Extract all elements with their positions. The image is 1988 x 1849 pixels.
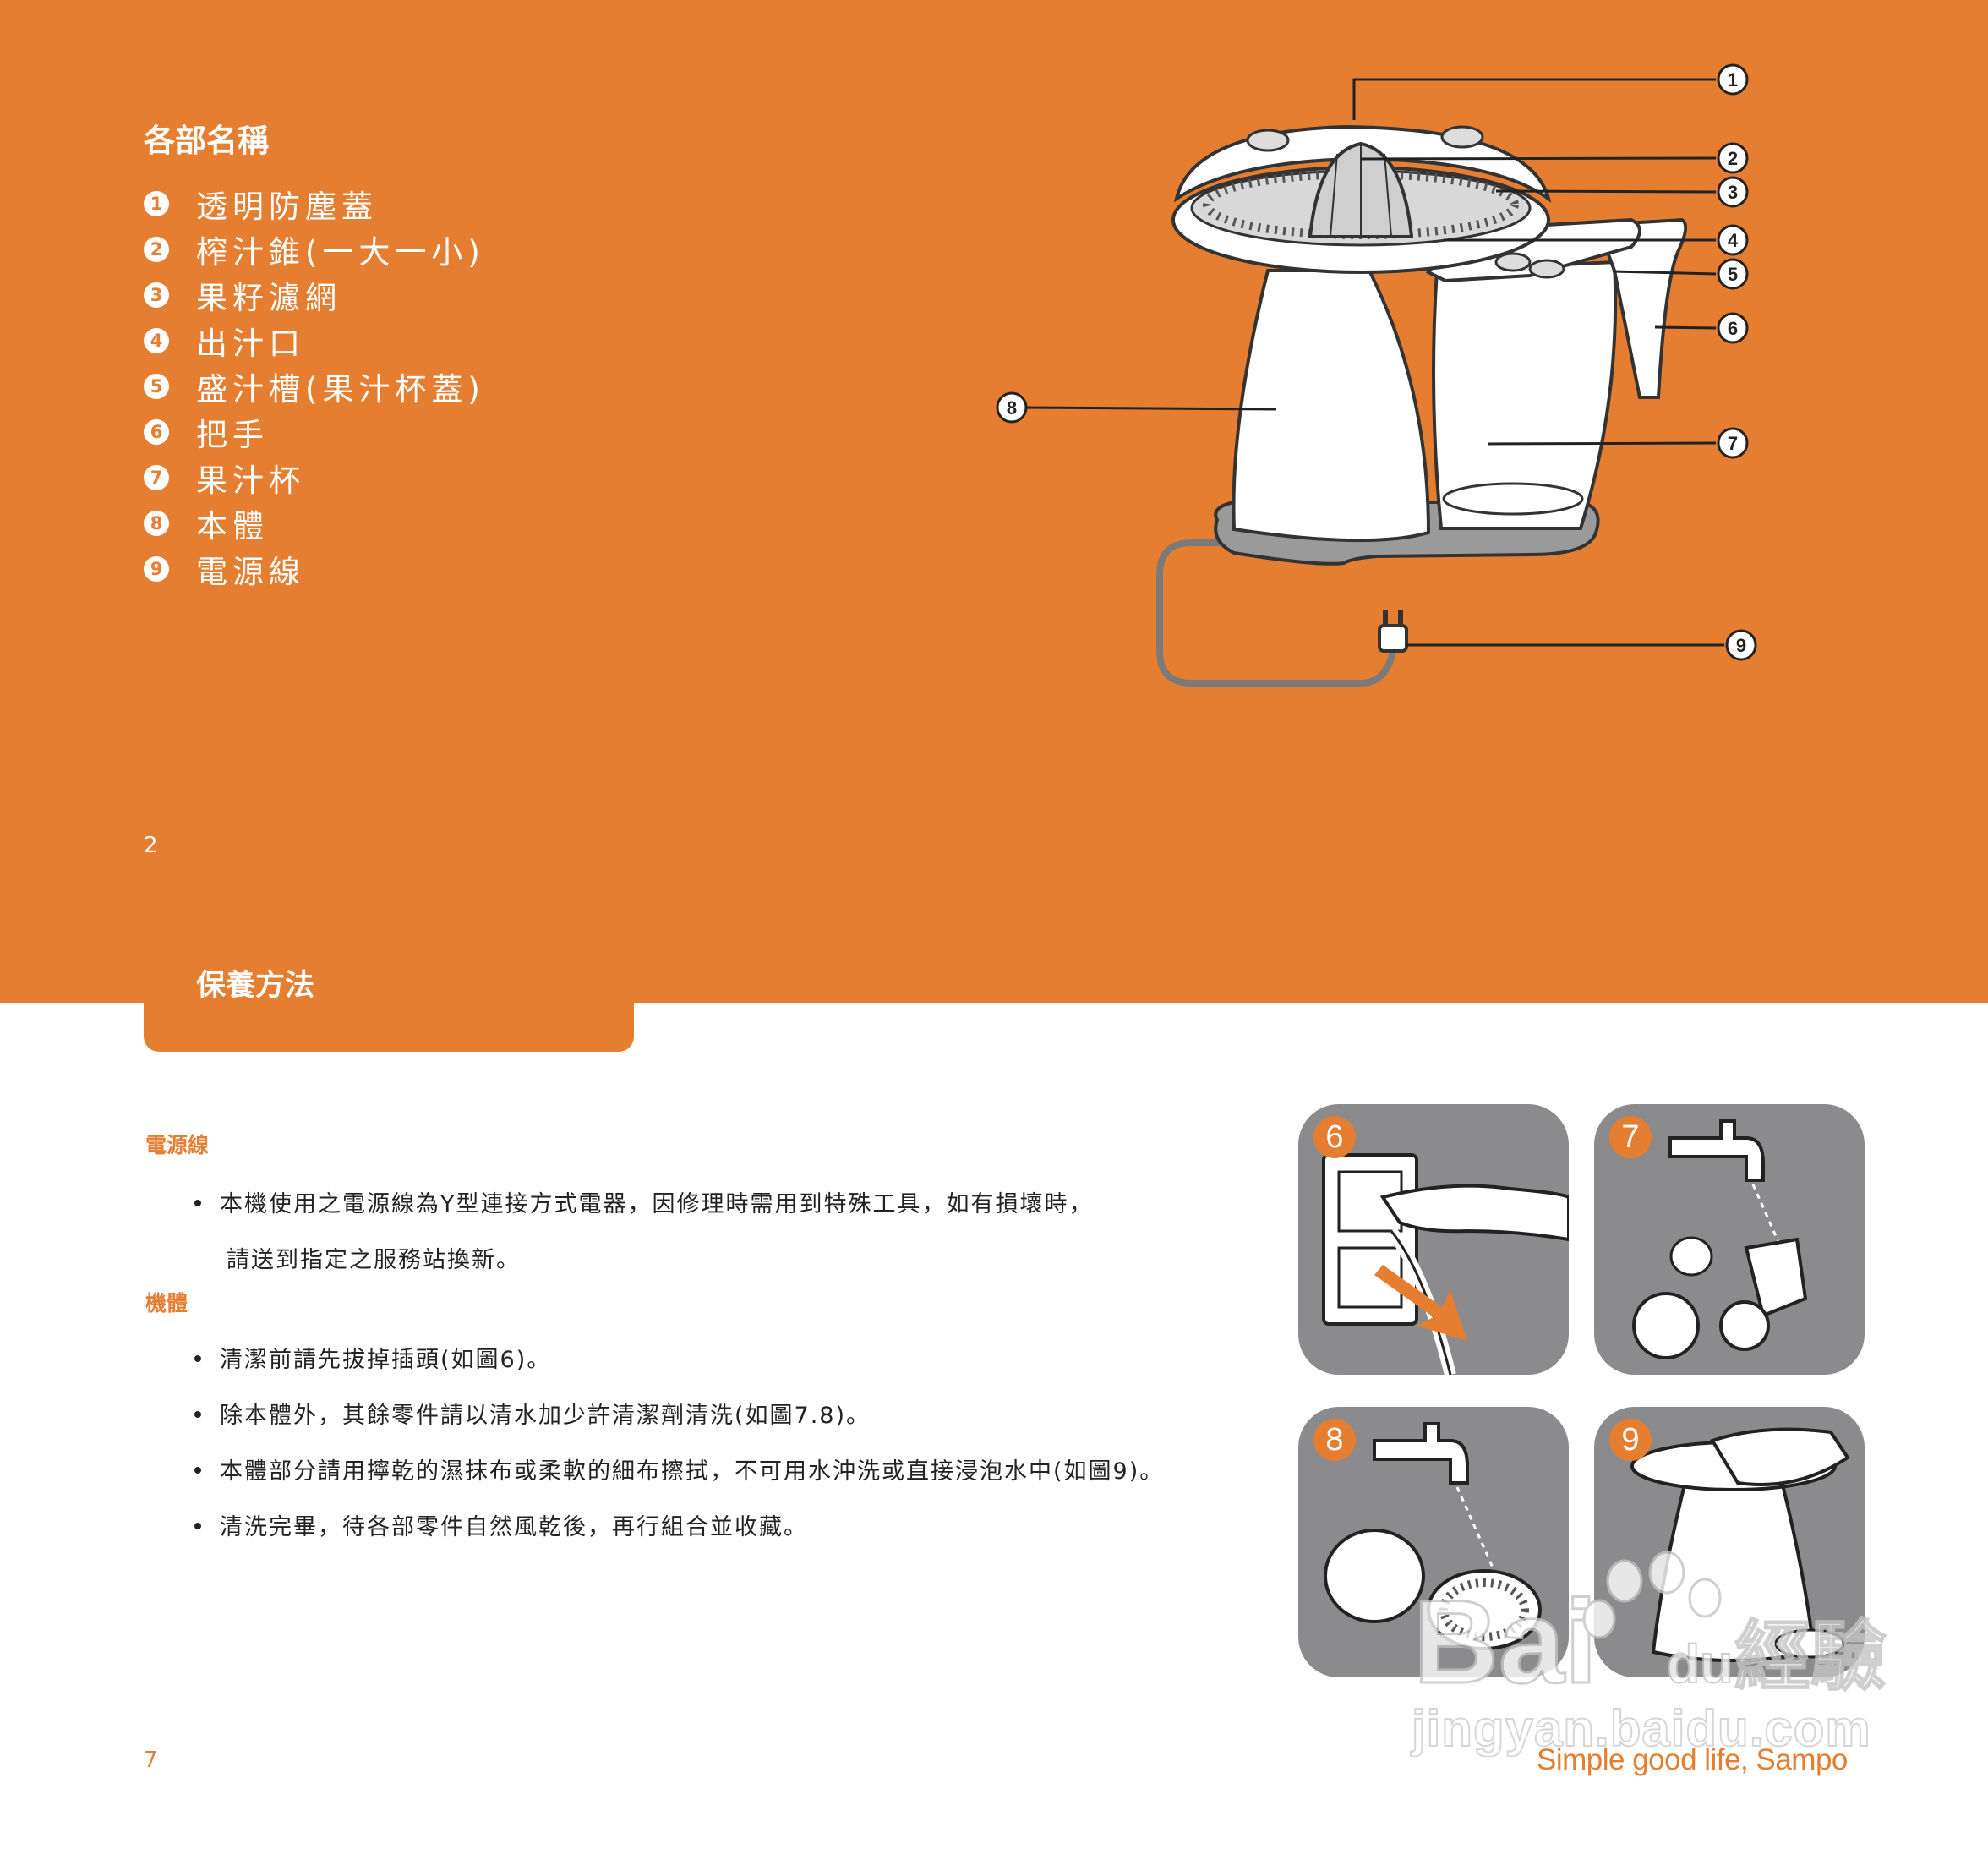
jug-handle xyxy=(1595,217,1688,399)
list-item: 8 本體 xyxy=(144,501,485,546)
bullet-text: 本體部分請用擰乾的濕抹布或柔軟的細布擦拭，不可用水沖洗或直接浸泡水中(如圖9)。 xyxy=(220,1458,1165,1485)
number-badge: 9 xyxy=(144,556,169,582)
svg-text:du: du xyxy=(1667,1633,1733,1694)
baidu-watermark: Bai du 經驗 xyxy=(1413,1551,1887,1708)
number-badge: 2 xyxy=(144,237,169,262)
svg-text:8: 8 xyxy=(1007,397,1017,418)
figure-unplug: 6 xyxy=(1298,1104,1569,1375)
leader-lines xyxy=(1022,78,1724,647)
figure-number: 6 xyxy=(1314,1116,1356,1158)
page-number: 2 xyxy=(144,833,158,858)
list-item: 7 果汁杯 xyxy=(144,455,485,501)
section-tab: 保養方法 xyxy=(144,969,634,1052)
bullet-text: 本機使用之電源線為Y型連接方式電器，因修理時需用到特殊工具，如有損壞時， xyxy=(220,1191,1094,1217)
jug xyxy=(1432,260,1618,530)
bullet-item: 除本體外，其餘零件請以清水加少許清潔劑清洗(如圖7.8)。 xyxy=(194,1397,871,1430)
svg-text:Bai: Bai xyxy=(1413,1575,1598,1708)
svg-text:3: 3 xyxy=(1728,182,1738,203)
part-label: 透明防塵蓋 xyxy=(196,189,378,225)
number-badge: 7 xyxy=(144,465,169,490)
figure-wipe-body: 9 xyxy=(1594,1407,1865,1677)
unplug-illustration xyxy=(1322,1153,1569,1375)
svg-text:6: 6 xyxy=(1728,318,1738,339)
part-label: 把手 xyxy=(196,417,269,453)
svg-text:經驗: 經驗 xyxy=(1734,1612,1887,1701)
part-label: 電源線 xyxy=(196,554,305,590)
figure-number: 7 xyxy=(1609,1116,1652,1158)
callout-3: 3 xyxy=(1717,176,1749,208)
power-cord xyxy=(1156,539,1396,687)
number-badge: 1 xyxy=(144,191,169,216)
list-item: 4 出汁口 xyxy=(144,318,485,364)
bullet-item: 本體部分請用擰乾的濕抹布或柔軟的細布擦拭，不可用水沖洗或直接浸泡水中(如圖9)。 xyxy=(194,1452,1164,1485)
svg-text:9: 9 xyxy=(1736,635,1746,656)
number-badge: 8 xyxy=(144,511,169,536)
svg-text:4: 4 xyxy=(1728,230,1739,251)
callout-1: 1 xyxy=(1717,63,1749,96)
list-item: 2 榨汁錐(一大一小) xyxy=(144,227,485,272)
bullet-item: 清洗完畢，待各部零件自然風乾後，再行組合並收藏。 xyxy=(194,1508,808,1541)
part-label: 果籽濾網 xyxy=(196,280,341,316)
watermark-url: jingyan.baidu.com xyxy=(1411,1699,1871,1758)
callout-8: 8 xyxy=(996,391,1028,424)
paw-icon xyxy=(1582,1551,1722,1639)
section-title: 保養方法 xyxy=(196,969,315,1003)
list-item: 3 果籽濾網 xyxy=(144,272,485,318)
part-label: 盛汁槽(果汁杯蓋) xyxy=(196,371,485,408)
number-badge: 3 xyxy=(144,282,169,308)
callout-4: 4 xyxy=(1717,224,1749,256)
number-badge: 6 xyxy=(144,419,169,445)
bullet-icon xyxy=(194,1410,201,1418)
list-item: 5 盛汁槽(果汁杯蓋) xyxy=(144,364,485,409)
figure-wash-filter: 8 xyxy=(1298,1407,1569,1677)
part-label: 本體 xyxy=(196,508,269,544)
callout-6: 6 xyxy=(1717,312,1749,344)
juicer-diagram: 1 2 3 4 5 6 7 8 9 xyxy=(996,63,1757,687)
bullet-item: 清潔前請先拔掉插頭(如圖6)。 xyxy=(194,1341,551,1374)
figure-number: 8 xyxy=(1314,1419,1356,1461)
number-badge: 4 xyxy=(144,328,169,353)
list-item: 9 電源線 xyxy=(144,546,485,592)
part-label: 出汁口 xyxy=(196,325,305,362)
callout-5: 5 xyxy=(1717,258,1749,290)
body-heading: 機體 xyxy=(145,1291,188,1316)
part-label: 果汁杯 xyxy=(196,462,305,499)
svg-text:5: 5 xyxy=(1728,264,1738,285)
faucet-filter-illustration xyxy=(1324,1422,1542,1650)
callout-2: 2 xyxy=(1717,142,1749,174)
bullet-text: 除本體外，其餘零件請以清水加少許清潔劑清洗(如圖7.8)。 xyxy=(220,1403,871,1429)
svg-text:2: 2 xyxy=(1728,148,1738,169)
wipe-illustration xyxy=(1630,1427,1850,1662)
part-label: 榨汁錐(一大一小) xyxy=(196,234,485,271)
svg-text:1: 1 xyxy=(1728,69,1738,90)
number-badge: 5 xyxy=(144,374,169,399)
figure-number: 9 xyxy=(1609,1419,1652,1461)
bullet-icon xyxy=(194,1522,201,1529)
callout-7: 7 xyxy=(1717,427,1749,459)
bullet-icon xyxy=(194,1466,201,1474)
plug-icon xyxy=(1378,610,1408,653)
callout-9: 9 xyxy=(1725,629,1757,661)
power-cord-heading: 電源線 xyxy=(145,1133,210,1157)
bullet-icon xyxy=(194,1354,201,1362)
parts-page: 各部名稱 1 透明防塵蓋 2 榨汁錐(一大一小) 3 果籽濾網 4 出汁口 5 盛汁槽(果… xyxy=(0,0,1988,1003)
bullet-continuation: 請送到指定之服務站換新。 xyxy=(227,1247,521,1273)
page-number: 7 xyxy=(144,1748,158,1773)
bullet-text: 清潔前請先拔掉插頭(如圖6)。 xyxy=(220,1347,552,1373)
list-item: 1 透明防塵蓋 xyxy=(144,181,485,227)
bullet-icon xyxy=(194,1199,201,1206)
body xyxy=(1232,269,1431,543)
bullet-item: 本機使用之電源線為Y型連接方式電器，因修理時需用到特殊工具，如有損壞時， xyxy=(194,1185,1094,1218)
list-item: 6 把手 xyxy=(144,409,485,455)
figure-wash-parts: 7 xyxy=(1594,1104,1865,1375)
slogan: Simple good life, Sampo xyxy=(1537,1743,1848,1776)
faucet-illustration xyxy=(1632,1119,1808,1359)
svg-text:7: 7 xyxy=(1728,433,1738,454)
bullet-text: 清洗完畢，待各部零件自然風乾後，再行組合並收藏。 xyxy=(220,1514,808,1540)
parts-title: 各部名稱 xyxy=(144,123,269,159)
